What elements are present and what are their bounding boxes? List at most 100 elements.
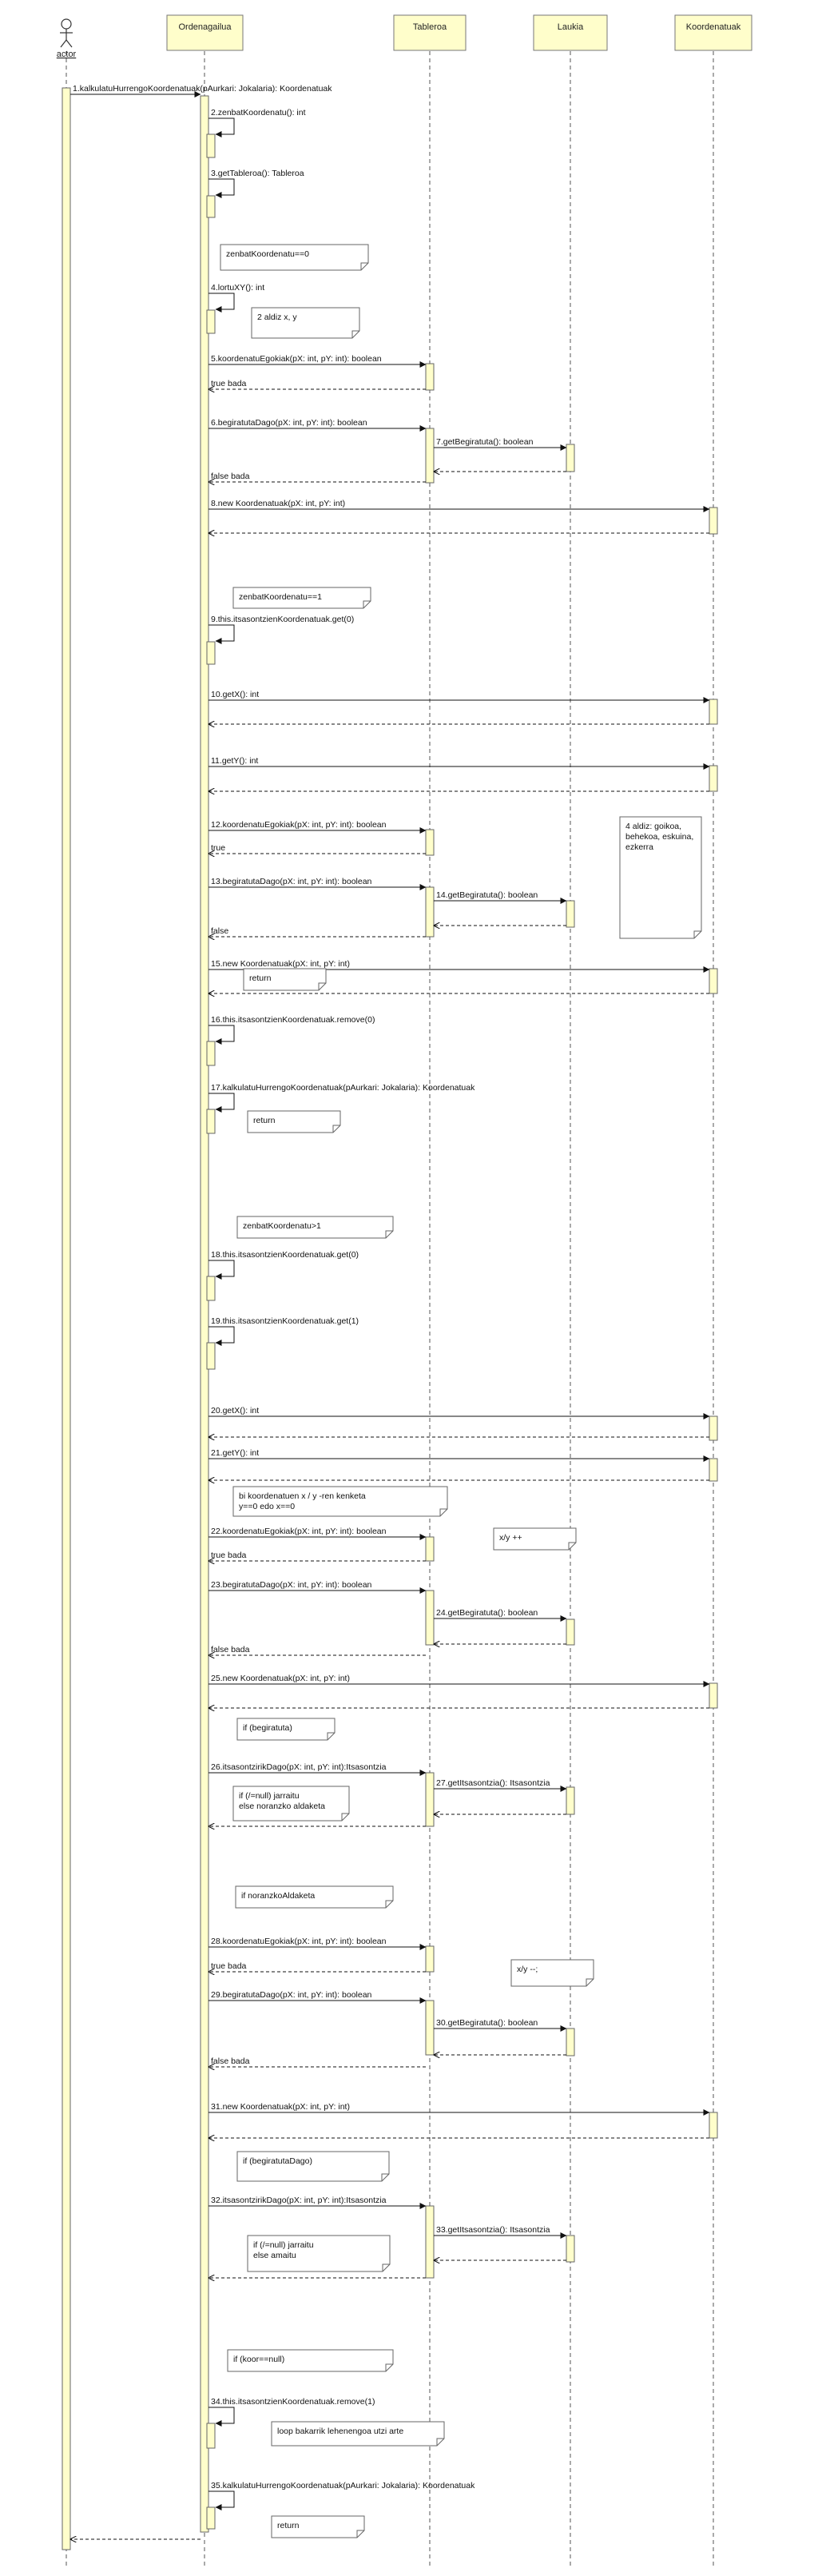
note-text: ezkerra <box>625 842 653 852</box>
note-n16: if (koor==null) <box>227 2349 394 2372</box>
return-message: false bada <box>208 1645 426 1655</box>
self-message-9: 9.this.itsasontzienKoordenatuak.get(0) <box>208 615 354 644</box>
message-label: 3.getTableroa(): Tableroa <box>211 169 304 178</box>
activation-bar-tableroa <box>425 1945 435 1973</box>
self-message-arrow <box>208 293 235 313</box>
activation-bar-koordenatuak <box>709 2112 718 2139</box>
return-label: true <box>211 843 225 853</box>
activation-bar-tableroa <box>425 1590 435 1646</box>
message-label: 18.this.itsasontzienKoordenatuak.get(0) <box>211 1250 359 1260</box>
message-24: 24.getBegiratuta(): boolean <box>434 1608 567 1622</box>
message-label: 7.getBegiratuta(): boolean <box>436 437 534 447</box>
self-message-arrow <box>208 2407 235 2427</box>
note-n7: zenbatKoordenatu>1 <box>236 1216 394 1239</box>
activation-bar-koordenatuak <box>709 1415 718 1441</box>
note-text: x/y ++ <box>499 1533 522 1543</box>
return-message: false <box>208 926 426 937</box>
participant-lau: Laukia <box>533 14 608 51</box>
self-message-arrow <box>208 1093 235 1113</box>
actor-figure: actor <box>57 18 77 59</box>
message-label: 14.getBegiratuta(): boolean <box>436 890 538 900</box>
note-n10: if (begiratuta) <box>236 1718 336 1741</box>
note-text: if (koor==null) <box>233 2355 284 2364</box>
message-22: 22.koordenatuEgokiak(pX: int, pY: int): … <box>208 1527 427 1540</box>
return-label: true bada <box>211 379 247 388</box>
note-box <box>251 307 360 339</box>
message-21: 21.getY(): int <box>208 1448 710 1462</box>
activation-bar-self <box>206 309 216 334</box>
note-box <box>236 2151 390 2182</box>
activation-bar-tableroa <box>425 886 435 938</box>
note-text: if (/=null) jarraitu <box>253 2240 314 2250</box>
message-label: 13.begiratutaDago(pX: int, pY: int): boo… <box>211 877 372 886</box>
self-message-arrow <box>208 117 235 137</box>
activation-bar-self <box>206 1109 216 1134</box>
note-n3: zenbatKoordenatu==1 <box>232 587 371 609</box>
note-box <box>243 968 327 991</box>
note-box <box>236 1216 394 1239</box>
activation-bar-self <box>206 195 216 218</box>
note-box <box>227 2349 394 2372</box>
message-label: 2.zenbatKoordenatu(): int <box>211 108 306 117</box>
message-11: 11.getY(): int <box>208 756 710 770</box>
return-message: true <box>208 843 426 854</box>
activation-bar-self <box>206 133 216 158</box>
note-text: y==0 edo x==0 <box>239 1502 295 1511</box>
activation-bar-self <box>206 641 216 665</box>
message-10: 10.getX(): int <box>208 690 710 703</box>
note-text: return <box>277 2521 300 2530</box>
activation-bar-actor <box>62 87 71 2550</box>
message-7: 7.getBegiratuta(): boolean <box>434 437 567 451</box>
activation-bar-laukia <box>566 2028 575 2056</box>
message-label: 30.getBegiratuta(): boolean <box>436 2018 538 2028</box>
message-label: 27.getItsasontzia(): Itsasontzia <box>436 1778 550 1788</box>
note-box <box>247 2235 391 2272</box>
message-label: 19.this.itsasontzienKoordenatuak.get(1) <box>211 1316 359 1326</box>
note-text: if noranzkoAldaketa <box>241 1891 315 1901</box>
participant-box <box>533 14 608 51</box>
activation-bar-ordenagailua <box>200 95 209 2533</box>
return-message: false bada <box>208 2056 426 2067</box>
note-text: bi koordenatuen x / y -ren kenketa <box>239 1491 366 1501</box>
self-message-19: 19.this.itsasontzienKoordenatuak.get(1) <box>208 1316 359 1346</box>
note-n4: 4 aldiz: goikoa,behekoa, eskuina,ezkerra <box>619 816 702 939</box>
message-label: 33.getItsasontzia(): Itsasontzia <box>436 2225 550 2235</box>
activation-bar-self <box>206 1342 216 1370</box>
note-text: zenbatKoordenatu>1 <box>243 1221 321 1231</box>
activation-bar-laukia <box>566 2235 575 2263</box>
message-13: 13.begiratutaDago(pX: int, pY: int): boo… <box>208 877 427 890</box>
participant-box <box>674 14 752 51</box>
activation-bar-self <box>206 1041 216 1066</box>
note-n17: loop bakarrik lehenengoa utzi arte <box>271 2421 445 2447</box>
note-box <box>236 1718 336 1741</box>
note-box <box>493 1527 577 1551</box>
message-label: 34.this.itsasontzienKoordenatuak.remove(… <box>211 2397 375 2407</box>
note-text: return <box>253 1116 276 1125</box>
activation-bar-tableroa <box>425 1536 435 1562</box>
note-box <box>232 1486 448 1517</box>
return-label: false <box>211 926 228 936</box>
actor-label: actor <box>57 50 77 59</box>
note-n12: if noranzkoAldaketa <box>235 1885 394 1909</box>
note-n5: return <box>243 968 327 991</box>
self-message-2: 2.zenbatKoordenatu(): int <box>208 108 306 137</box>
note-n6: return <box>247 1110 341 1133</box>
message-30: 30.getBegiratuta(): boolean <box>434 2018 567 2032</box>
activation-bar-self <box>206 2506 216 2530</box>
message-33: 33.getItsasontzia(): Itsasontzia <box>434 2225 567 2239</box>
message-25: 25.new Koordenatuak(pX: int, pY: int) <box>208 1674 710 1687</box>
activation-bar-tableroa <box>425 2000 435 2056</box>
actor-head-icon <box>61 18 72 30</box>
self-message-35: 35.kalkulatuHurrengoKoordenatuak(pAurkar… <box>208 2481 475 2510</box>
message-label: 21.getY(): int <box>211 1448 259 1458</box>
message-23: 23.begiratutaDago(pX: int, pY: int): boo… <box>208 1580 427 1594</box>
participant-koo: Koordenatuak <box>674 14 752 51</box>
activation-bar-tableroa <box>425 829 435 856</box>
self-message-34: 34.this.itsasontzienKoordenatuak.remove(… <box>208 2397 375 2427</box>
note-text: behekoa, eskuina, <box>625 832 693 842</box>
message-31: 31.new Koordenatuak(pX: int, pY: int) <box>208 2102 710 2116</box>
note-text: if (begiratuta) <box>243 1723 292 1733</box>
self-message-18: 18.this.itsasontzienKoordenatuak.get(0) <box>208 1250 359 1280</box>
